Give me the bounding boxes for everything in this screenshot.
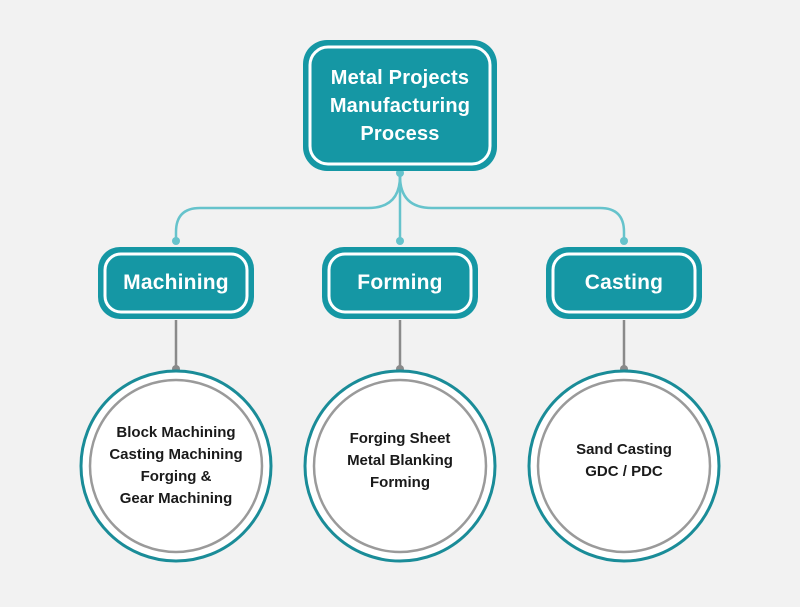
root-title-line-1: Metal Projects — [330, 66, 470, 89]
category-label-forming: Forming — [357, 271, 443, 294]
machining-connector-dot — [172, 237, 180, 245]
category-box-forming — [322, 247, 478, 319]
details-machining: Block Machining Casting Machining Forgin… — [96, 386, 256, 546]
details-casting-line-1: Sand Casting — [576, 441, 672, 458]
category-box-outer — [546, 247, 702, 319]
details-machining-line-3: Forging & — [140, 468, 212, 485]
root-to-machining-connector — [174, 174, 402, 242]
details-machining-line-4: Gear Machining — [119, 490, 233, 507]
details-machining-line-2: Casting Machining — [109, 446, 243, 463]
category-label-casting: Casting — [584, 271, 664, 294]
details-casting-line-2: GDC / PDC — [585, 463, 663, 480]
casting-connector-dot — [620, 237, 628, 245]
root-to-casting-connector — [398, 174, 626, 242]
root-box — [303, 40, 497, 171]
root-connectors — [174, 166, 626, 242]
details-machining-line-1: Block Machining — [116, 424, 236, 441]
detail-circle-inner — [312, 378, 488, 554]
category-box-casting — [546, 247, 702, 319]
root-box-outer — [303, 40, 497, 171]
category-box-machining — [98, 247, 254, 319]
detail-circle-inner — [536, 378, 712, 554]
root-title-line-3: Process — [360, 122, 440, 145]
detail-connectors — [172, 320, 628, 373]
detail-circle-inner — [88, 378, 264, 554]
detail-circle-casting — [527, 369, 721, 563]
forming-connector-dot — [396, 237, 404, 245]
root-box-inner-outline — [308, 45, 492, 166]
details-forming-line-3: Forming — [370, 474, 430, 491]
category-box-outer — [98, 247, 254, 319]
category-label-machining: Machining — [123, 271, 229, 294]
category-box-inner-outline — [551, 252, 697, 314]
category-box-inner-outline — [327, 252, 473, 314]
root-title-line-2: Manufacturing — [329, 94, 471, 117]
detail-circle-machining — [79, 369, 273, 563]
details-casting: Sand Casting GDC / PDC — [544, 386, 704, 536]
connector-dots — [172, 169, 628, 245]
details-forming-line-2: Metal Blanking — [347, 452, 453, 469]
category-box-outer — [322, 247, 478, 319]
details-forming-line-1: Forging Sheet — [349, 430, 451, 447]
root-title: Metal Projects Manufacturing Process — [310, 47, 490, 164]
details-forming: Forging Sheet Metal Blanking Forming — [320, 386, 480, 536]
detail-circle-forming — [303, 369, 497, 563]
category-box-inner-outline — [103, 252, 249, 314]
